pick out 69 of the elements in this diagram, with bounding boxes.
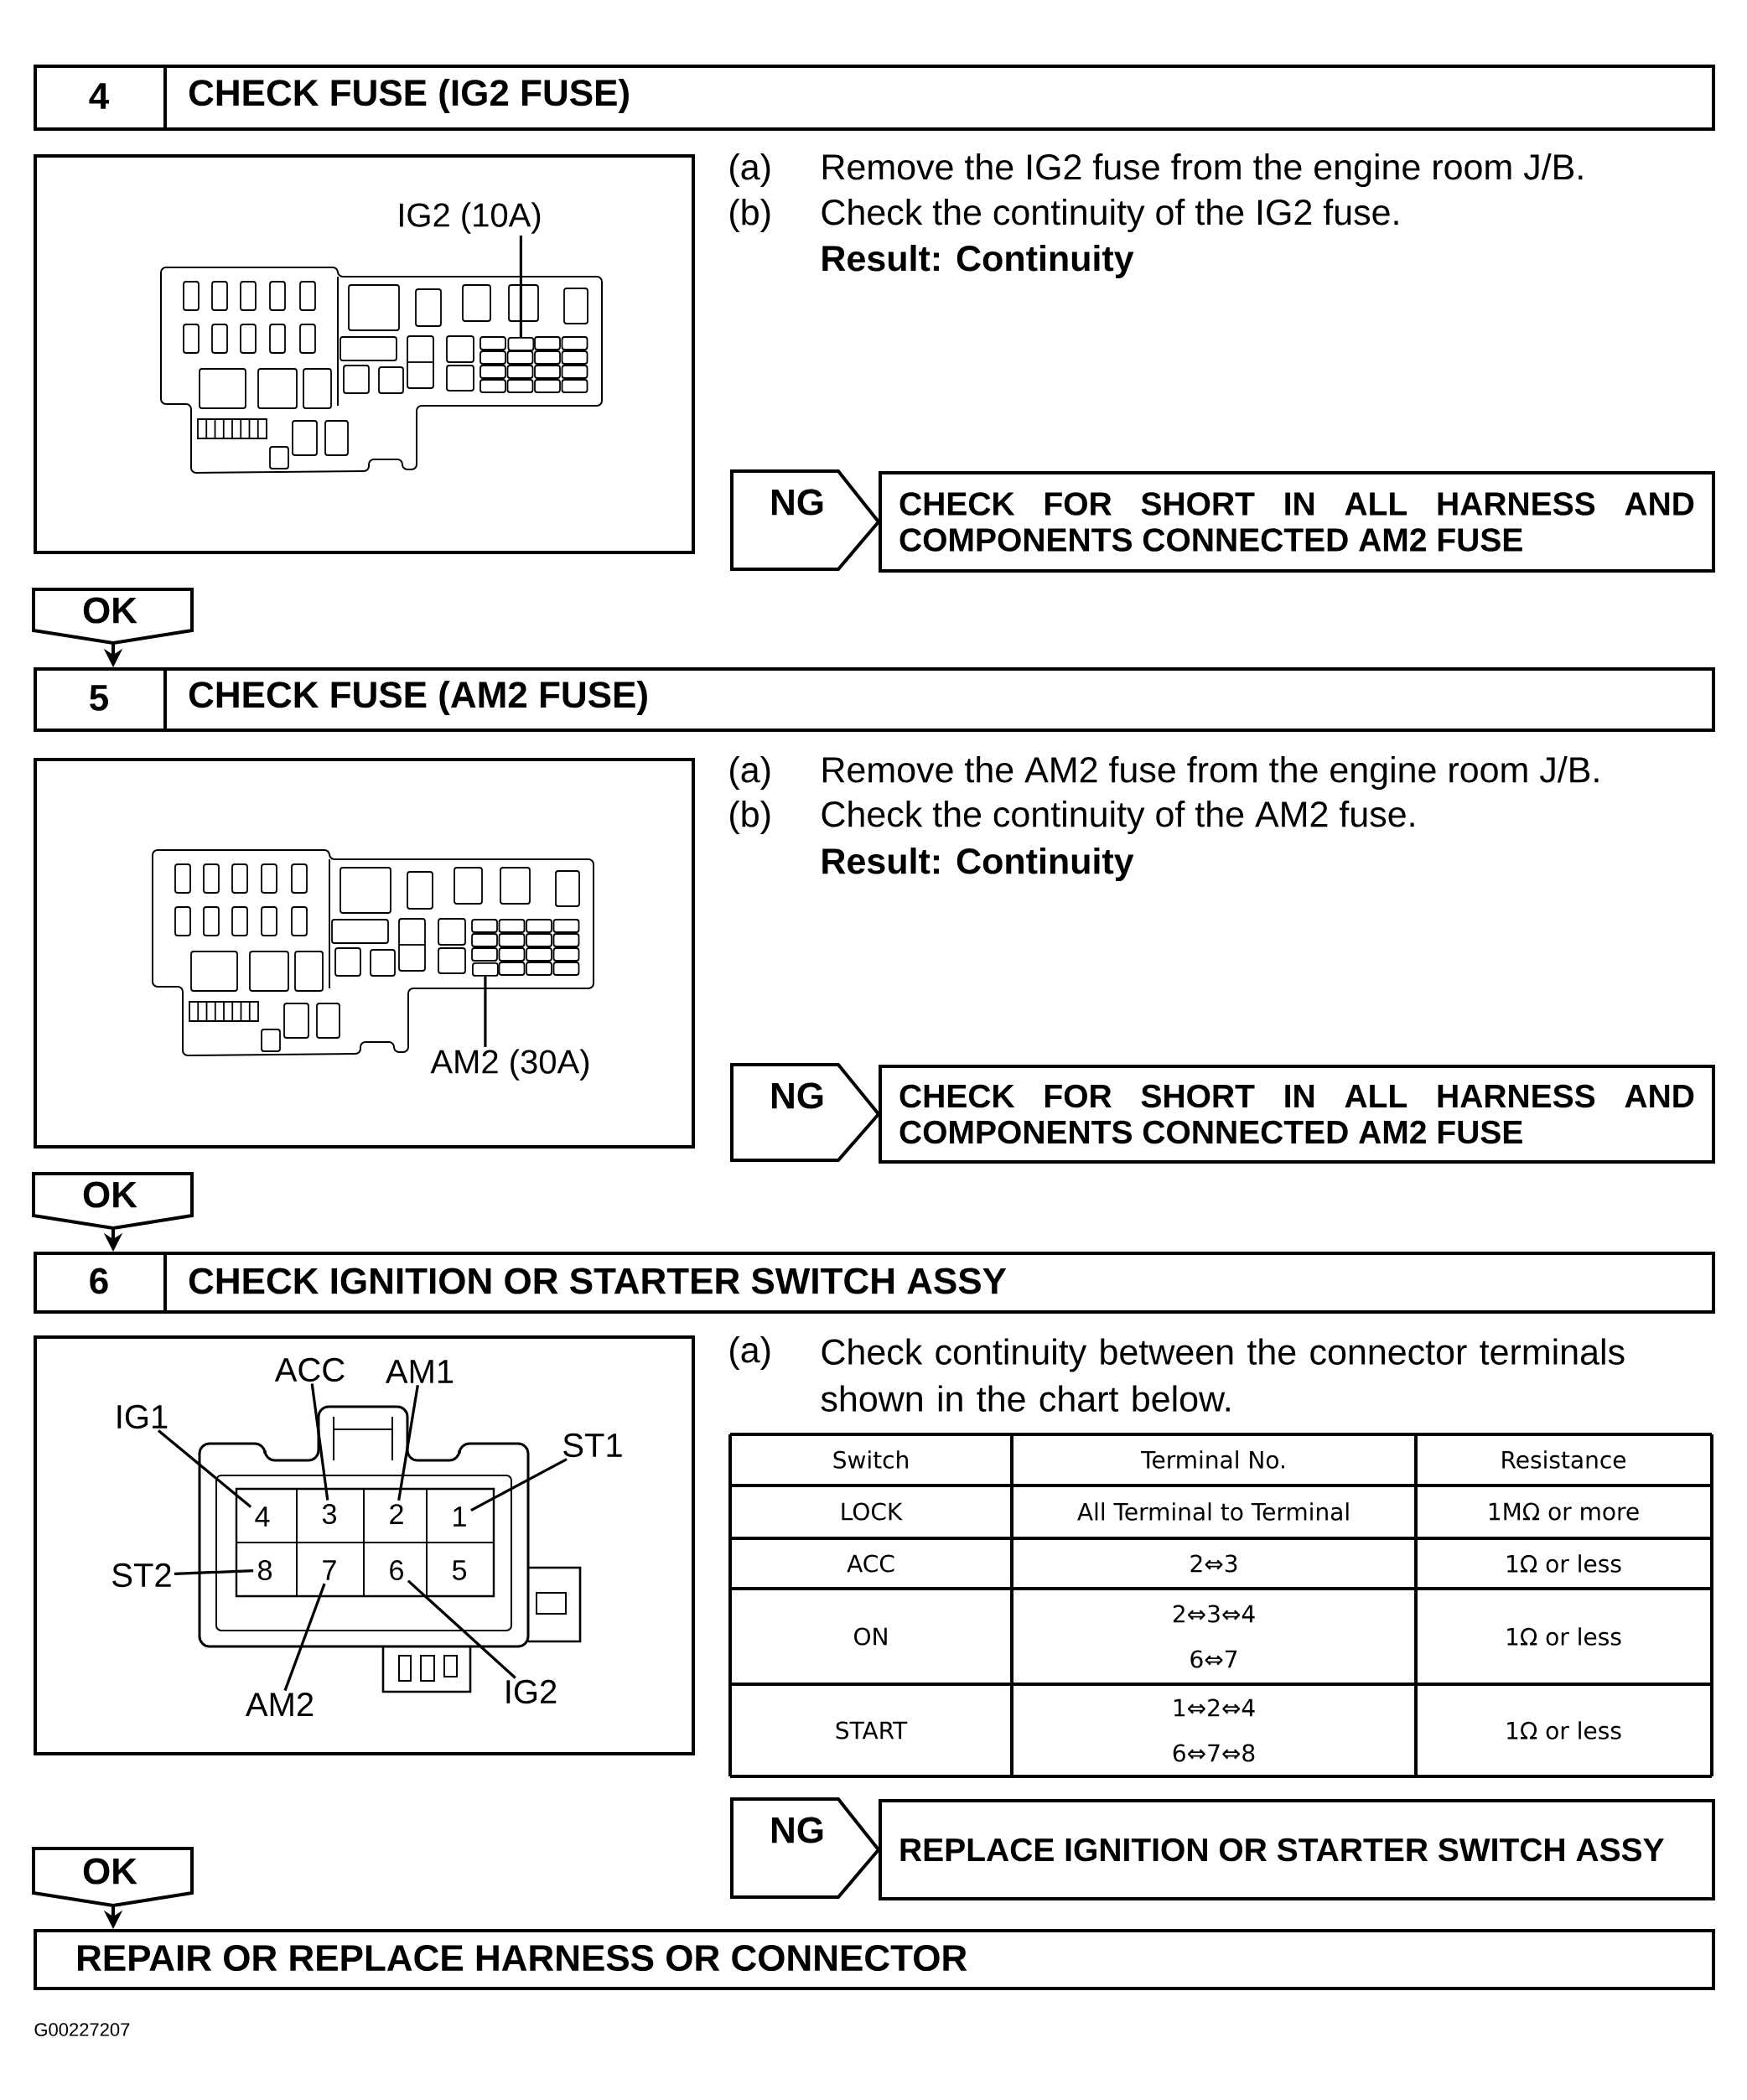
instruction-text: (b) (730, 801, 770, 835)
edge-label: OK (83, 1181, 137, 1208)
callout-label: IG2 (10A) (400, 202, 541, 234)
result-text: Result: Continuity (822, 848, 1134, 882)
leader-line (397, 1384, 419, 1501)
table-text: 2⇔3 (1190, 1554, 1237, 1573)
ng-arrow (730, 1797, 881, 1899)
edge-label: NG (771, 489, 823, 516)
edge-label: NG (771, 1817, 823, 1843)
leader-line (283, 1583, 326, 1692)
terminal-number: 3 (322, 1504, 336, 1525)
illustration-panel (34, 1335, 695, 1756)
table-text: ACC (847, 1554, 894, 1573)
step-header: 6 CHECK IGNITION OR STARTER SWITCH ASSY (34, 1252, 1715, 1314)
leader-line (174, 1569, 254, 1576)
table-header: Terminal No. (1141, 1450, 1284, 1469)
terminal-number: 2 (390, 1504, 403, 1524)
table-text: All Terminal to Terminal (1077, 1502, 1349, 1521)
terminal-number: 1 (454, 1506, 466, 1527)
table-text: 1Ω or less (1507, 1721, 1621, 1740)
fuse (472, 962, 499, 977)
terminal-number: 8 (258, 1560, 272, 1581)
instruction-text: Check the continuity of the AM2 fuse. (822, 801, 1414, 835)
ng-arrow (730, 1063, 881, 1162)
table-text: LOCK (842, 1502, 903, 1521)
table-header: Switch (833, 1450, 908, 1469)
leader-line (158, 1429, 252, 1508)
table-text: 1Ω or less (1507, 1627, 1621, 1646)
result-box: CHECK FOR SHORT IN ALL HARNESS AND COMPONENTS CONNECTED AM2 FUSE (879, 471, 1715, 573)
figure-code: G00227207 (34, 2023, 130, 2036)
instruction-text: (b) (730, 199, 770, 233)
instruction-text: Check the continuity of the IG2 fuse. (822, 199, 1398, 233)
table-text: 1Ω or less (1507, 1554, 1621, 1573)
callout-label: ST1 (563, 1433, 622, 1458)
leader-line (484, 976, 487, 1047)
callout-label: AM2 (245, 1693, 314, 1716)
table-header: Resistance (1502, 1450, 1625, 1469)
callout-label: IG1 (117, 1404, 168, 1429)
illustration-panel (34, 154, 695, 554)
table-text: 1⇔2⇔4 6⇔7⇔8 (1173, 1698, 1255, 1762)
leader-line (407, 1579, 516, 1679)
table-text: ON (854, 1627, 887, 1646)
callout-label: AM1 (385, 1360, 454, 1383)
fuse (507, 337, 535, 351)
result-box: REPLACE IGNITION OR STARTER SWITCH ASSY (879, 1799, 1715, 1900)
leader-line (470, 1458, 568, 1512)
step-header: 4 CHECK FUSE (IG2 FUSE) (34, 65, 1715, 131)
edge-label: OK (83, 1858, 137, 1885)
leader-line (519, 236, 522, 337)
leader-line (310, 1383, 329, 1501)
terminal-number: 4 (255, 1506, 270, 1527)
edge-label: OK (83, 597, 137, 624)
step-header: 5 CHECK FUSE (AM2 FUSE) (34, 667, 1715, 732)
terminal-number: 7 (323, 1560, 336, 1580)
table-text: START (836, 1721, 908, 1740)
illustration-panel (34, 758, 695, 1149)
terminal-number: 5 (452, 1560, 466, 1580)
callout-label: ACC (274, 1357, 345, 1382)
terminal-number: 6 (390, 1560, 403, 1581)
callout-label: IG2 (506, 1679, 557, 1704)
edge-label: NG (771, 1082, 823, 1109)
result-box: CHECK FOR SHORT IN ALL HARNESS AND COMPONENTS CONNECTED AM2 FUSE (879, 1065, 1715, 1164)
callout-label: AM2 (30A) (430, 1049, 589, 1081)
callout-label: ST2 (112, 1563, 171, 1588)
result-text: Result: Continuity (822, 244, 1134, 279)
table-text: 2⇔3⇔4 6⇔7 (1173, 1605, 1255, 1668)
table-text: 1MΩ or more (1489, 1502, 1639, 1521)
step-header: REPAIR OR REPLACE HARNESS OR CONNECTOR (34, 1929, 1715, 1990)
ng-arrow (730, 469, 881, 571)
